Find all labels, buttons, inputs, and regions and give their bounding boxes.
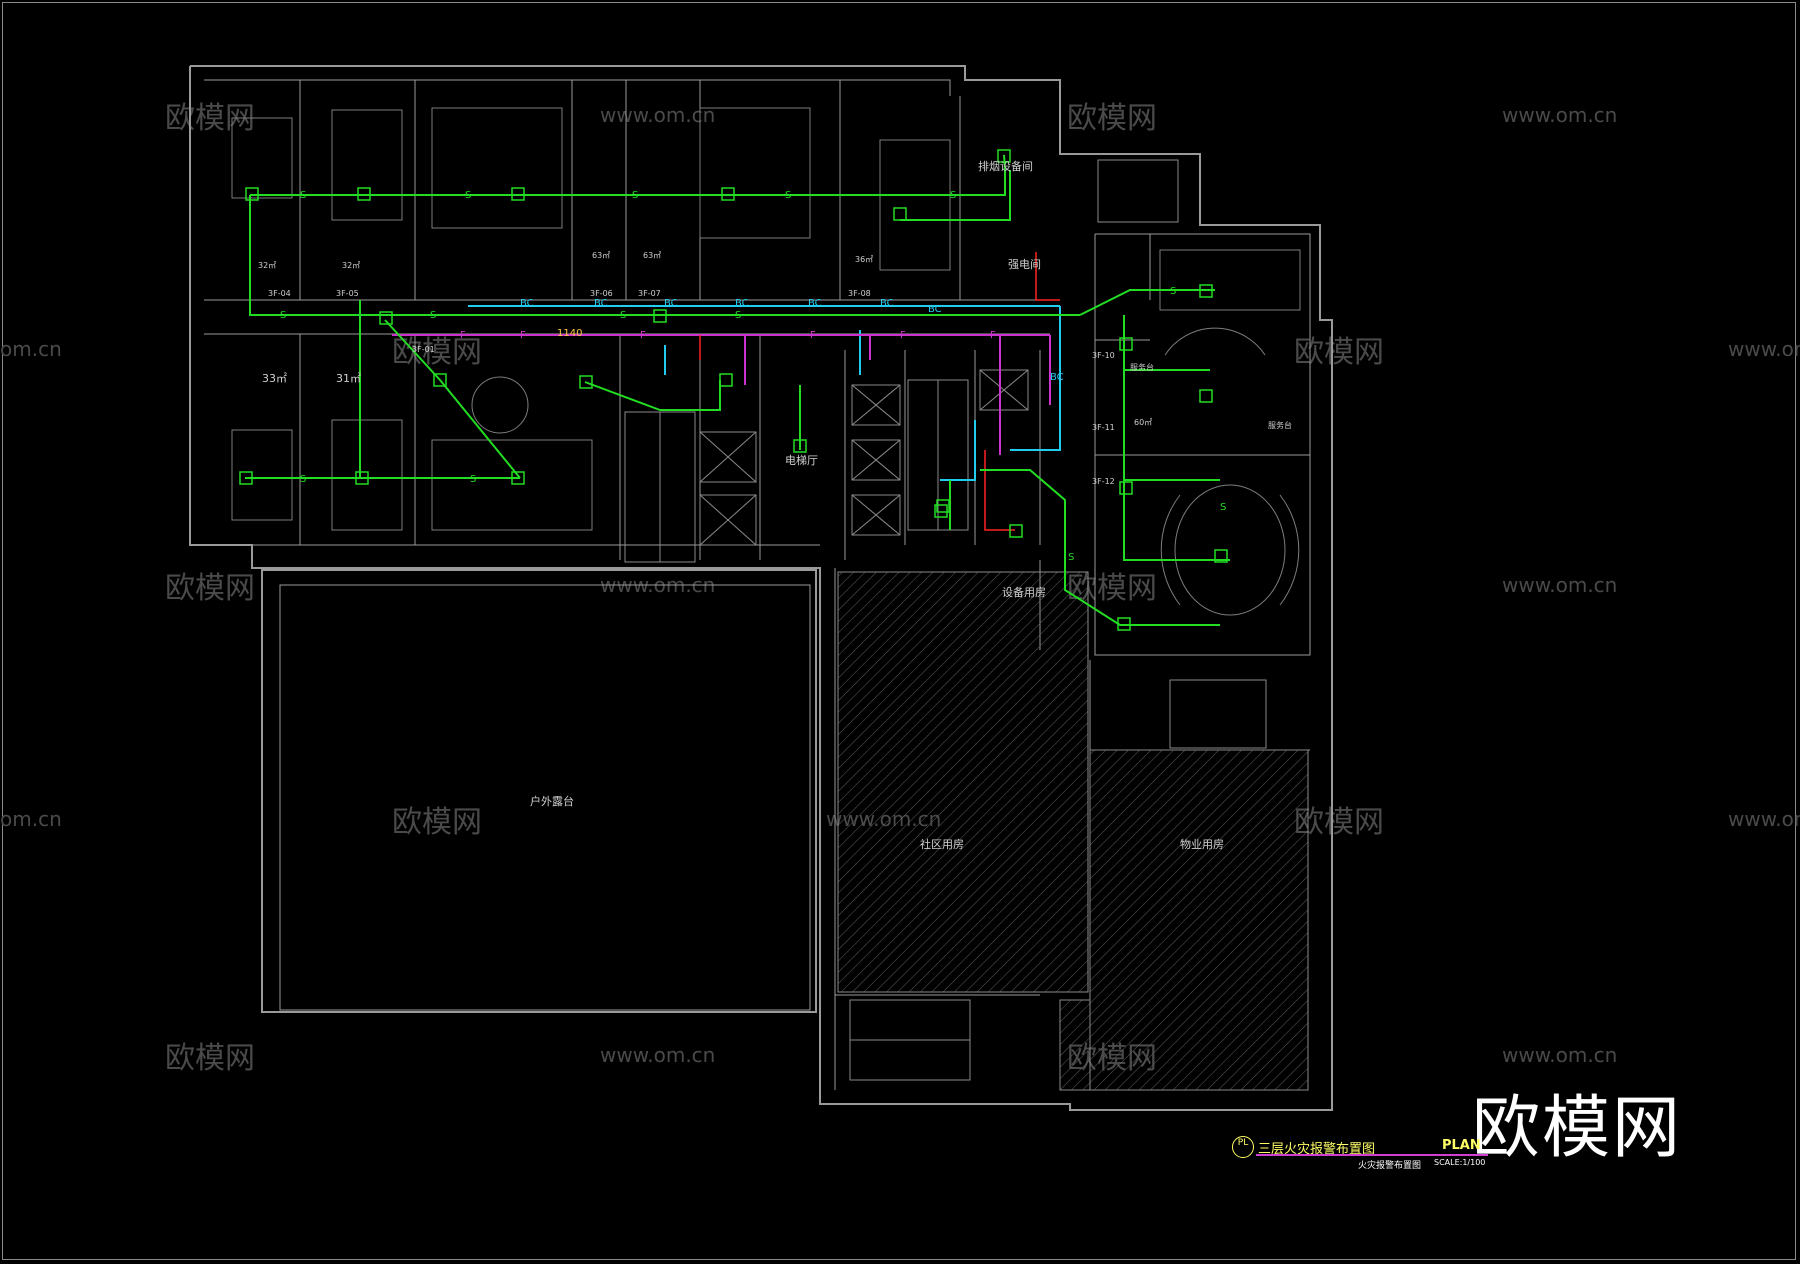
room-tag: 3F-06 (590, 289, 613, 298)
watermark-cn: 欧模网 (392, 805, 482, 840)
area-label: 60㎡ (1134, 418, 1152, 427)
bc-label: BC (520, 298, 534, 309)
s-label: S (1068, 552, 1074, 563)
room-tag: 3F-10 (1092, 351, 1115, 360)
outdoor-terrace-outline (261, 569, 817, 1013)
watermark-cn: 欧模网 (1294, 805, 1384, 840)
s-label: S (1220, 502, 1226, 513)
bc-label: BC (1050, 372, 1064, 383)
area-label: 63㎡ (643, 251, 661, 260)
dimension-label: 1140 (557, 328, 582, 339)
room-tag: 3F-04 (268, 289, 291, 298)
plan-label: PLAN (1442, 1138, 1481, 1153)
watermark-url: www.om.cn (1502, 103, 1617, 127)
s-label: S (950, 190, 956, 201)
room-elevator-hall: 电梯厅 (785, 454, 818, 467)
f-label: F (810, 330, 816, 341)
room-tag: 3F-01 (412, 345, 435, 354)
area-label: 32㎡ (258, 261, 276, 270)
smoke-detectors (239, 149, 1228, 631)
s-label: S (785, 190, 791, 201)
room-tag: 3F-12 (1092, 477, 1115, 486)
stairs-elevators (624, 159, 1267, 1081)
bc-wiring (468, 305, 1061, 481)
watermark-url: www.om.cn (600, 103, 715, 127)
hatched-rooms (837, 571, 1309, 1091)
room-smoke-exhaust: 排烟设备间 (978, 159, 1033, 173)
s-label: S (300, 190, 306, 201)
bc-label: BC (735, 298, 749, 309)
watermark-cn: 欧模网 (165, 1041, 255, 1076)
f-labels: F F F F F F 1140 (460, 328, 996, 341)
bc-label: BC (664, 298, 678, 309)
title-rule (1256, 1154, 1488, 1156)
power-wiring (699, 252, 1060, 531)
room-tag: 3F-11 (1092, 423, 1115, 432)
watermark-url: www.om.cn (1728, 807, 1800, 831)
room-outdoor-terrace: 户外露台 (530, 794, 574, 808)
drawing-subtitle: 火灾报警布置图 (1358, 1161, 1422, 1171)
watermark-cn: 欧模网 (1294, 335, 1384, 370)
f-wiring (392, 334, 1051, 455)
bc-labels: BC BC BC BC BC BC BC BC (520, 298, 1064, 383)
s-label: S (465, 190, 471, 201)
watermark-cn: 欧模网 (392, 335, 482, 370)
f-label: F (990, 330, 996, 341)
room-labels: 户外露台 社区用房 物业用房 电梯厅 排烟设备间 强电间 设备用房 服务台 服务… (530, 159, 1292, 851)
room-tags: 3F-04 3F-05 3F-06 3F-07 3F-08 3F-01 3F-1… (268, 289, 1115, 486)
bc-label: BC (808, 298, 822, 309)
room-strong-current: 强电间 (1008, 258, 1041, 271)
room-equipment: 设备用房 (1002, 585, 1046, 599)
watermark-cn: 欧模网 (1067, 101, 1157, 136)
furniture (231, 107, 1301, 616)
area-labels: 32㎡ 32㎡ 63㎡ 63㎡ 36㎡ 33㎡ 31㎡ 60㎡ (258, 251, 1152, 427)
s-label: S (470, 474, 476, 485)
area-label: 63㎡ (592, 251, 610, 260)
bc-label: BC (594, 298, 608, 309)
f-label: F (460, 330, 466, 341)
drawing-title: 三层火灾报警布置图 (1258, 1142, 1376, 1157)
s-label: S (300, 474, 306, 485)
s-label: S (280, 310, 286, 321)
area-label: 32㎡ (342, 261, 360, 270)
watermark-cn: 欧模网 (165, 571, 255, 606)
f-label: F (640, 330, 646, 341)
s-label: S (620, 310, 626, 321)
watermark-url: www.om.cn (600, 1043, 715, 1067)
room-property: 物业用房 (1180, 837, 1224, 851)
s-label: S (430, 310, 436, 321)
drawing-scale: SCALE:1/100 (1434, 1158, 1486, 1167)
f-label: F (900, 330, 906, 341)
watermark-url: www.om.cn (1502, 1043, 1617, 1067)
watermark-url: www.om.cn (1502, 573, 1617, 597)
s-label: S (1170, 286, 1176, 297)
s-label: S (735, 310, 741, 321)
brand-logo: 欧模网 (1472, 1089, 1683, 1168)
room-tag: 3F-07 (638, 289, 661, 298)
watermark-url: www.om.cn (1728, 337, 1800, 361)
room-tag: 3F-05 (336, 289, 359, 298)
watermark-url: om.cn (0, 337, 62, 361)
room-service-counter: 服务台 (1268, 420, 1292, 430)
smoke-wiring (245, 154, 1230, 626)
room-tag: 3F-08 (848, 289, 871, 298)
bc-label: BC (928, 304, 942, 315)
area-label: 33㎡ (262, 372, 287, 385)
watermark-url: om.cn (0, 807, 62, 831)
s-label: S (632, 190, 638, 201)
f-label: F (520, 330, 526, 341)
room-community: 社区用房 (920, 837, 964, 851)
bc-label: BC (880, 298, 894, 309)
room-service-counter: 服务台 (1130, 362, 1154, 372)
title-block: PL 三层火灾报警布置图 PLAN 火灾报警布置图 SCALE:1/100 (1230, 1136, 1510, 1172)
area-label: 31㎡ (336, 372, 361, 385)
plan-mark: PL (1232, 1136, 1254, 1158)
smoke-labels: S S S S S S S S S S S S S S (280, 190, 1226, 563)
area-label: 36㎡ (855, 255, 873, 264)
